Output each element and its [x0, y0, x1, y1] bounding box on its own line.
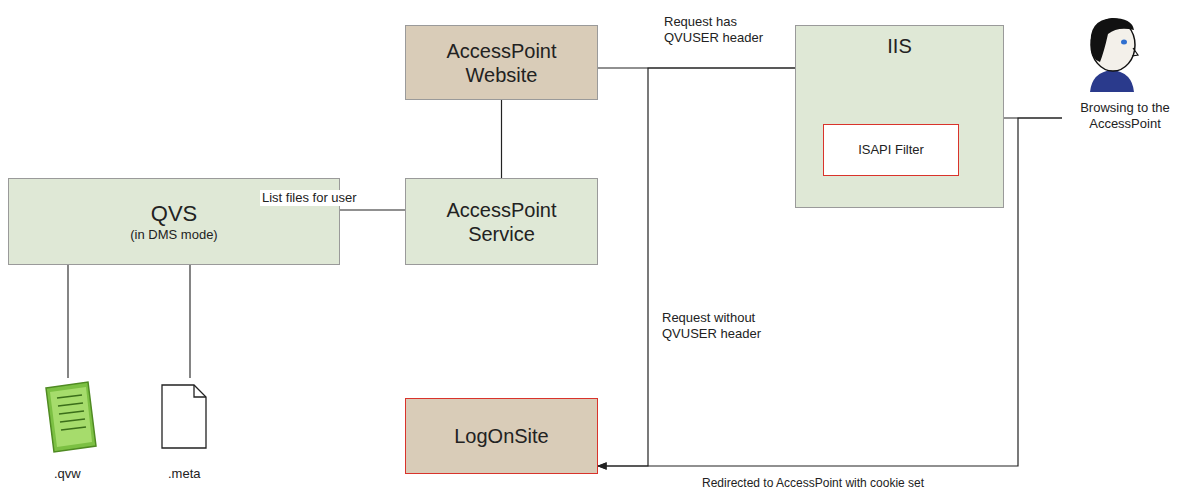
file-wire [189, 265, 190, 378]
website-box: AccessPoint Website [405, 25, 598, 100]
node-title: IIS [887, 34, 911, 58]
edge-label: Request without QVUSER header [660, 310, 774, 341]
node-title: LogOnSite [454, 424, 549, 448]
node-title: AccessPoint Website [427, 39, 577, 87]
meta-page-icon [162, 385, 206, 448]
user-icon [1090, 18, 1138, 92]
connector [340, 209, 405, 210]
user-node: Browsing to the AccessPoint [1062, 96, 1186, 136]
file-label: .meta [166, 466, 203, 482]
node-title: AccessPoint Service [427, 198, 577, 246]
logon-box: LogOnSite [405, 398, 598, 474]
connector [501, 100, 502, 178]
node-title: ISAPI Filter [858, 142, 924, 158]
server-box: IIS ISAPI Filter [795, 25, 1004, 208]
qvw-document-icon [46, 382, 96, 452]
edge-label: List files for user [260, 190, 359, 206]
node-subtitle: (in DMS mode) [130, 227, 217, 243]
file-wire [67, 265, 68, 378]
connector [598, 68, 795, 466]
service-box: AccessPoint Service [405, 178, 598, 265]
edge-label: Request has QVUSER header [662, 14, 776, 45]
file-label: .qvw [52, 466, 83, 482]
node-title: QVS [151, 201, 197, 227]
node-title: Browsing to the AccessPoint [1070, 100, 1180, 131]
edge-label: Redirected to AccessPoint with cookie se… [700, 476, 926, 490]
filter-box: ISAPI Filter [823, 124, 959, 176]
